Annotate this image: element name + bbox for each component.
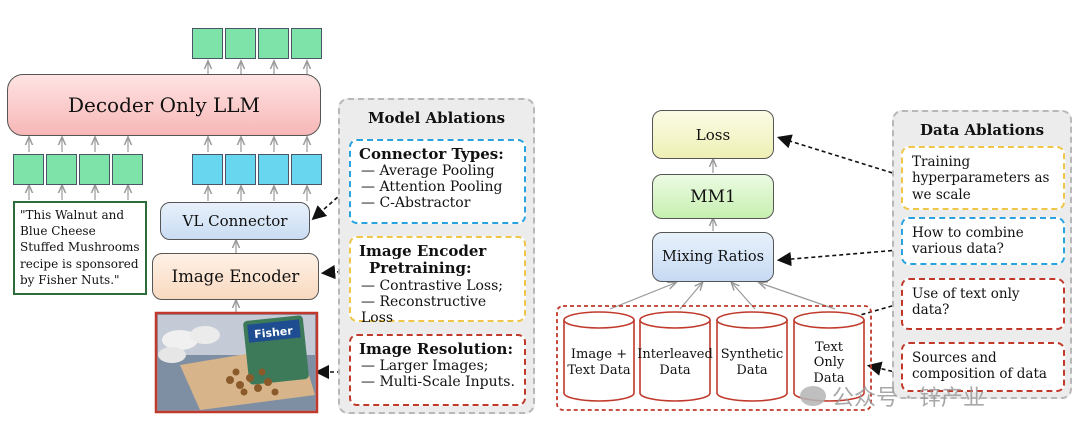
text-token [46,154,77,185]
output-token [258,28,289,59]
cylinder-label: Interleaved Data [637,347,713,378]
vl-connector-label: VL Connector [182,212,288,230]
caption-text: "This Walnut and Blue Cheese Stuffed Mus… [20,208,140,287]
connector-arrows [208,187,307,313]
watermark-text: 公众号 · 锌产业 [832,386,985,411]
text-token [79,154,110,185]
wechat-icon [800,386,826,406]
caption-box: "This Walnut and Blue Cheese Stuffed Mus… [13,201,147,295]
output-token [225,28,256,59]
text-token [13,154,44,185]
input-token-arrows [29,138,307,152]
model-ablations-panel: Model Ablations Connector Types: — Avera… [338,98,535,414]
photo-brand-text: Fisher [254,324,294,341]
data-ablation-card: How to combine various data? [901,217,1065,265]
output-token-arrows [208,62,307,75]
model-ablations-title: Model Ablations [367,109,506,127]
data-cylinders [563,311,865,402]
image-encoder-box: Image Encoder [152,253,319,300]
connector-types-card: Connector Types: — Average Pooling — Att… [349,139,526,224]
caption-arrows [29,186,128,200]
image-encoder-label: Image Encoder [171,267,300,286]
decoder-llm-box: Decoder Only LLM [7,74,321,136]
image-encoder-pretraining-card: Image Encoder Pretraining: — Contrastive… [349,236,526,326]
data-ablation-card: Training hyperparameters as we scale [901,146,1065,210]
encoder-title-line1: Image Encoder [359,242,487,260]
encoder-item: — Reconstructive Loss [361,293,487,326]
data-ablations-panel: Data Ablations Training hyperparameters … [892,110,1072,399]
mm1-label: MM1 [690,186,736,207]
output-token [291,28,322,59]
encoder-item: — Contrastive Loss; [361,277,504,294]
data-ablation-card: Sources and composition of data [901,342,1065,392]
text-token [112,154,143,185]
cylinder-label: Text Only Data [813,339,845,386]
image-token [192,154,223,185]
loss-label: Loss [695,125,731,144]
mixing-ratios-box: Mixing Ratios [652,232,774,282]
watermark: 公众号 · 锌产业 [800,381,985,411]
encoder-title-line2: Pretraining: [369,259,472,278]
data-sources-group [556,305,872,411]
decoder-llm-label: Decoder Only LLM [67,93,261,117]
vl-connector-box: VL Connector [160,202,310,240]
connector-item: — Average Pooling [361,163,495,180]
resolution-title: Image Resolution: [359,340,513,358]
connector-types-title: Connector Types: [359,145,504,163]
right-flow-arrows [609,160,836,310]
resolution-item: — Larger Images; [361,358,489,375]
image-token [225,154,256,185]
output-token [192,28,223,59]
cylinder-label: Synthetic Data [720,347,784,378]
mixing-ratios-label: Mixing Ratios [661,249,765,265]
data-ablation-card: Use of text only data? [901,278,1065,330]
mm1-box: MM1 [652,174,774,219]
connector-item: — C-Abstractor [361,195,471,212]
cylinder-label: Image + Text Data [567,347,631,378]
connector-item: — Attention Pooling [361,179,503,196]
image-token [258,154,289,185]
loss-box: Loss [652,110,774,159]
resolution-item: — Multi-Scale Inputs. [361,374,515,391]
image-resolution-card: Image Resolution: — Larger Images; — Mul… [349,334,526,406]
image-token [291,154,322,185]
food-photo: Fisher [154,311,319,414]
data-ablations-title: Data Ablations [919,121,1045,139]
